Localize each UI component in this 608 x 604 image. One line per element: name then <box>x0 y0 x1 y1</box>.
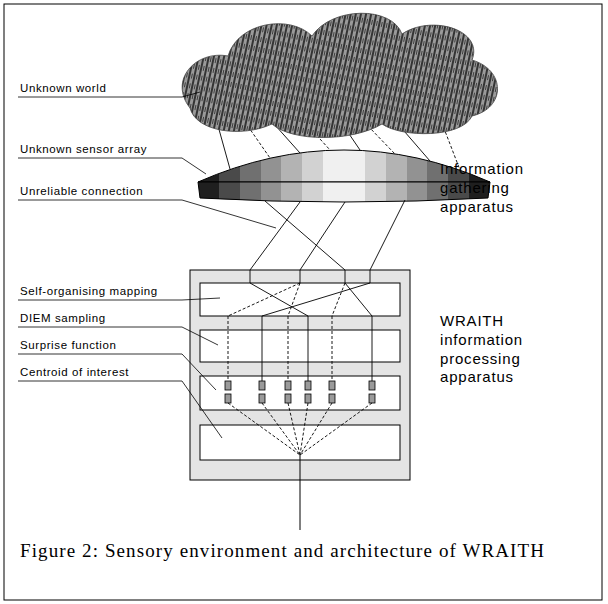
sensor-ray <box>368 126 395 154</box>
centroid-wire <box>228 403 300 455</box>
figure-frame <box>4 4 602 600</box>
mapping-wire <box>228 283 300 316</box>
surprise-unit <box>305 394 311 403</box>
centroid-wire <box>262 403 300 455</box>
part-label: Unknown sensor array <box>20 143 147 157</box>
figure-caption: Figure 2: Sensory environment and archit… <box>20 538 550 564</box>
leader-line <box>18 298 220 300</box>
surprise-unit <box>369 381 375 390</box>
part-label: DIEM sampling <box>20 312 106 326</box>
part-label: Unreliable connection <box>20 185 143 199</box>
part-label: Surprise function <box>20 339 117 353</box>
apparatus-label: WRAITH information processing apparatus <box>440 312 552 387</box>
mapping-wire <box>345 283 372 316</box>
centroid-wire <box>300 403 308 455</box>
input-wire <box>370 270 371 283</box>
centroid-wire <box>300 403 332 455</box>
surprise-unit <box>259 394 265 403</box>
leader-line <box>18 381 222 438</box>
leader-line <box>18 158 206 174</box>
surprise-unit <box>285 394 291 403</box>
sampling-wire <box>262 316 263 381</box>
connection-wire <box>265 201 345 270</box>
mapping-band <box>200 283 400 316</box>
leader-line <box>18 200 276 228</box>
input-wire <box>250 270 251 283</box>
input-wire <box>345 270 346 283</box>
surprise-unit <box>305 381 311 390</box>
sampling-wire <box>308 316 309 381</box>
sampling-band <box>200 330 400 362</box>
surprise-unit <box>329 381 335 390</box>
surprise-unit <box>369 394 375 403</box>
part-label: Unknown world <box>20 82 106 96</box>
sampling-wire <box>332 316 333 381</box>
surprise-unit <box>329 394 335 403</box>
apparatus-label: Information gathering apparatus <box>440 160 552 216</box>
connection-wire <box>250 202 300 270</box>
mapping-wire <box>332 283 345 316</box>
part-label: Self-organising mapping <box>20 285 158 299</box>
input-wire <box>300 270 301 283</box>
centroid-wire <box>288 403 300 455</box>
wraith-housing <box>190 270 410 480</box>
sampling-wire <box>228 316 229 381</box>
sampling-wire <box>372 316 373 381</box>
mapping-wire <box>288 283 300 316</box>
unknown-world-cloud <box>182 13 497 137</box>
surprise-unit <box>259 381 265 390</box>
sampling-wire <box>288 316 289 381</box>
surprise-unit <box>285 381 291 390</box>
part-label: Centroid of interest <box>20 366 129 380</box>
output-wire <box>300 455 301 530</box>
surprise-unit <box>225 394 231 403</box>
mapping-wire <box>262 283 370 316</box>
leader-line <box>18 354 216 390</box>
surprise-unit <box>225 381 231 390</box>
connection-wire <box>370 200 405 270</box>
connection-wire <box>300 202 345 270</box>
centroid-wire <box>300 403 372 455</box>
